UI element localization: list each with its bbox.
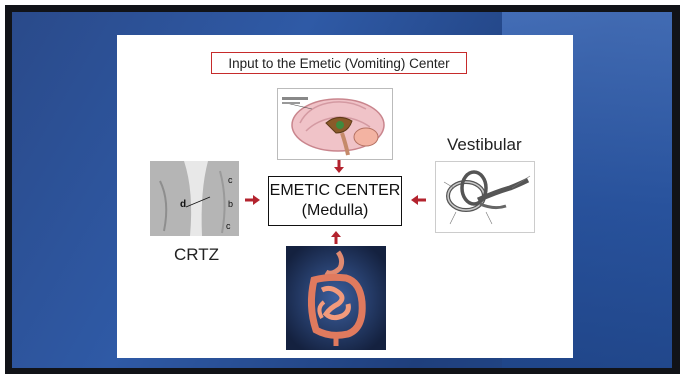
crtz-letter-c-bottom: c bbox=[226, 221, 231, 231]
slide-title-text: Input to the Emetic (Vomiting) Center bbox=[228, 56, 449, 71]
slide: Input to the Emetic (Vomiting) Center c bbox=[117, 35, 573, 358]
emetic-center-box: EMETIC CENTER (Medulla) bbox=[268, 176, 402, 226]
vestibular-image bbox=[435, 161, 535, 233]
crtz-section-image: c b d c bbox=[150, 161, 239, 236]
brain-image bbox=[277, 88, 393, 160]
vestibular-label: Vestibular bbox=[447, 135, 522, 155]
crtz-letter-b: b bbox=[228, 199, 233, 209]
emetic-center-line2: (Medulla) bbox=[302, 201, 369, 221]
crtz-label: CRTZ bbox=[174, 245, 219, 265]
intestines-image bbox=[286, 246, 386, 350]
crtz-letter-d: d bbox=[180, 199, 186, 210]
arrow-gut-to-center bbox=[330, 230, 342, 244]
arrow-brain-to-center bbox=[333, 160, 345, 174]
crtz-letter-c-top: c bbox=[228, 175, 233, 185]
emetic-center-line1: EMETIC CENTER bbox=[270, 181, 401, 201]
slide-title: Input to the Emetic (Vomiting) Center bbox=[211, 52, 467, 74]
arrow-vestibular-to-center bbox=[410, 195, 426, 205]
arrow-crtz-to-center bbox=[245, 195, 261, 205]
